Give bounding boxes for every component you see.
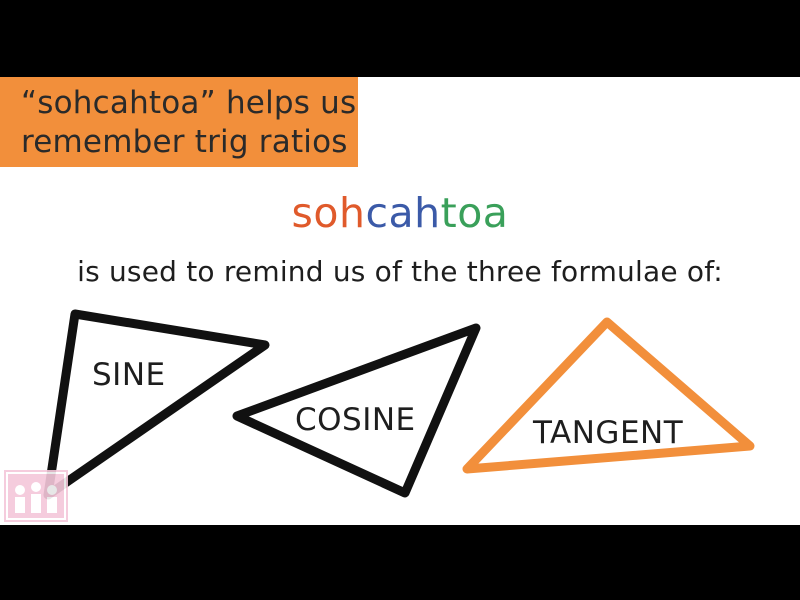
tangent-triangle <box>462 317 755 474</box>
sine-triangle <box>43 309 270 500</box>
triangles-diagram <box>43 309 755 500</box>
banner-line-1: “sohcahtoa” helps us <box>21 85 357 121</box>
tangent-label: TANGENT <box>533 415 684 451</box>
mnemonic-toa: toa <box>440 189 509 237</box>
banner-line-2: remember trig ratios <box>21 124 348 160</box>
title-banner: “sohcahtoa” helps us remember trig ratio… <box>0 77 358 167</box>
mnemonic-word: sohcahtoa <box>0 189 800 237</box>
people-logo-icon <box>4 470 68 522</box>
sine-label: SINE <box>92 357 166 393</box>
slide: “sohcahtoa” helps us remember trig ratio… <box>0 77 800 525</box>
mnemonic-cah: cah <box>365 189 441 237</box>
subtitle-text: is used to remind us of the three formul… <box>77 255 723 288</box>
mnemonic-soh: soh <box>291 189 366 237</box>
cosine-label: COSINE <box>295 402 416 438</box>
cosine-triangle <box>232 323 481 498</box>
